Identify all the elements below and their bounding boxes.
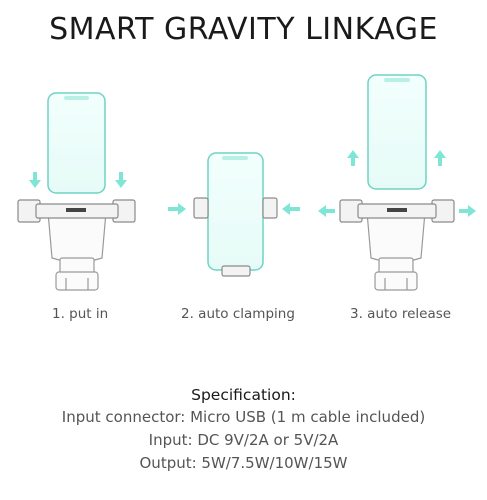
mount-arms	[193, 197, 278, 277]
step-1-label: 1. put in	[52, 306, 109, 322]
arrow-left-icon	[282, 203, 300, 215]
arrow-right-icon	[168, 203, 186, 215]
step-3-label: 3. auto release	[350, 306, 452, 322]
mount-arms	[17, 199, 136, 223]
spec-line-output: Output: 5W/7.5W/10W/15W	[139, 454, 348, 472]
arrow-up-icon	[347, 150, 446, 166]
step-2-label: 2. auto clamping	[181, 306, 295, 322]
phone	[207, 152, 264, 271]
spec-heading: Specification:	[191, 386, 296, 404]
phone	[367, 74, 427, 190]
spec-line-connector: Input connector: Micro USB (1 m cable in…	[61, 408, 426, 426]
mount-base	[47, 211, 107, 291]
arrow-down-icon	[29, 172, 127, 188]
step-2-figure	[168, 152, 300, 277]
arrow-right-icon	[459, 205, 476, 217]
arrow-left-icon	[318, 205, 335, 217]
illustration	[17, 74, 476, 291]
spec-line-input: Input: DC 9V/2A or 5V/2A	[148, 431, 339, 449]
step-1-figure	[17, 92, 136, 291]
page-title: SMART GRAVITY LINKAGE	[49, 12, 438, 47]
step-3-figure	[318, 74, 476, 291]
mount-base	[366, 211, 426, 291]
brand-mark	[66, 208, 86, 212]
brand-mark	[387, 208, 407, 212]
phone	[47, 92, 106, 194]
